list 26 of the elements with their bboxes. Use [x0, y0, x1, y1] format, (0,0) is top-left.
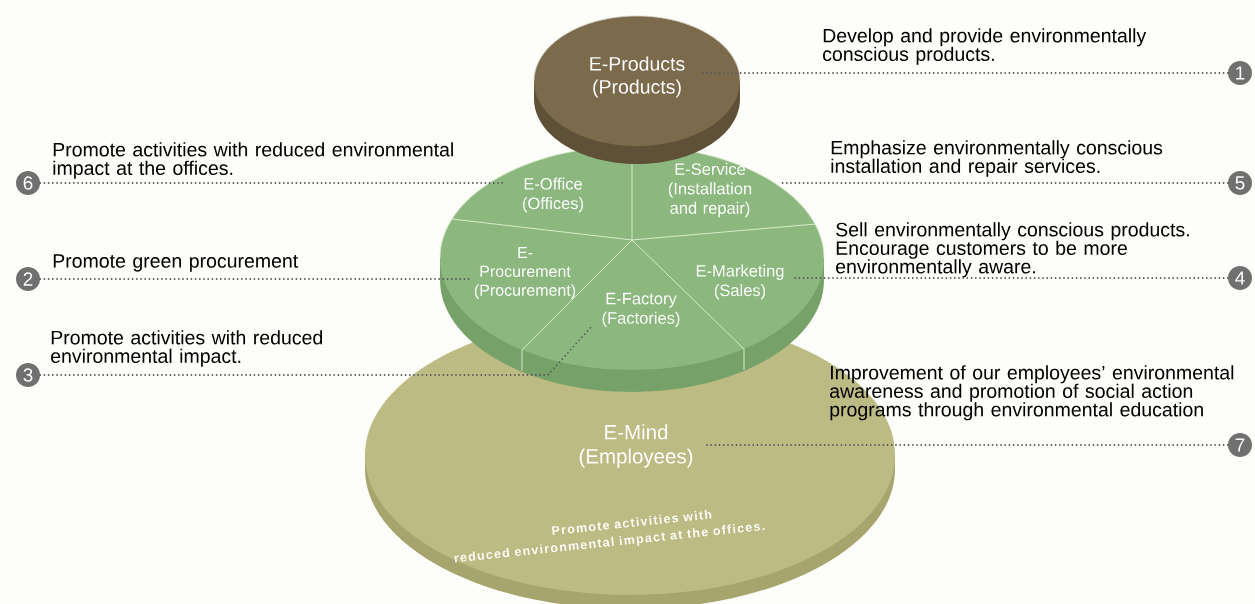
description-text: Develop and provide environmentally conscious products. — [823, 28, 1147, 65]
number-badge: 3 — [16, 363, 40, 387]
description-text: Promote activities with reduced environmental impact at the offices. — [53, 142, 453, 179]
number-badge: 4 — [1228, 266, 1252, 290]
leader-line — [705, 444, 1229, 446]
number-badge: 5 — [1228, 171, 1252, 195]
number-badge: 1 — [1228, 61, 1252, 85]
description-text: Emphasize environmentally conscious installation and repair services. — [831, 140, 1163, 177]
disk-label: E-Mind (Employees) — [579, 424, 693, 468]
disk-label: E-Service (Installation and repair) — [668, 162, 752, 218]
number-badge: 7 — [1228, 433, 1252, 457]
leader-line — [701, 72, 1229, 74]
leader-line — [780, 182, 1229, 184]
rim-text: Promote activities with reduced environmental impact at the offices. — [454, 509, 765, 563]
description-text: Sell environmentally conscious products. Encourage customers to be more environmentally aware. — [836, 222, 1189, 278]
disk-label: E-Factory (Factories) — [602, 292, 680, 328]
disk-label: E-Office (Offices) — [523, 177, 583, 213]
disk-label: E-Products (Products) — [590, 56, 685, 98]
leader-line — [793, 277, 1229, 279]
number-badge: 6 — [16, 171, 40, 195]
disk-label: E-Procurement (Procurement) — [474, 246, 576, 300]
leader-line — [39, 326, 592, 376]
disk-label: E-Marketing (Sales) — [696, 264, 784, 300]
description-text: Promote green procurement — [53, 254, 299, 272]
number-badge: 2 — [16, 267, 40, 291]
description-text: Promote activities with reduced environmental impact. — [51, 330, 322, 367]
